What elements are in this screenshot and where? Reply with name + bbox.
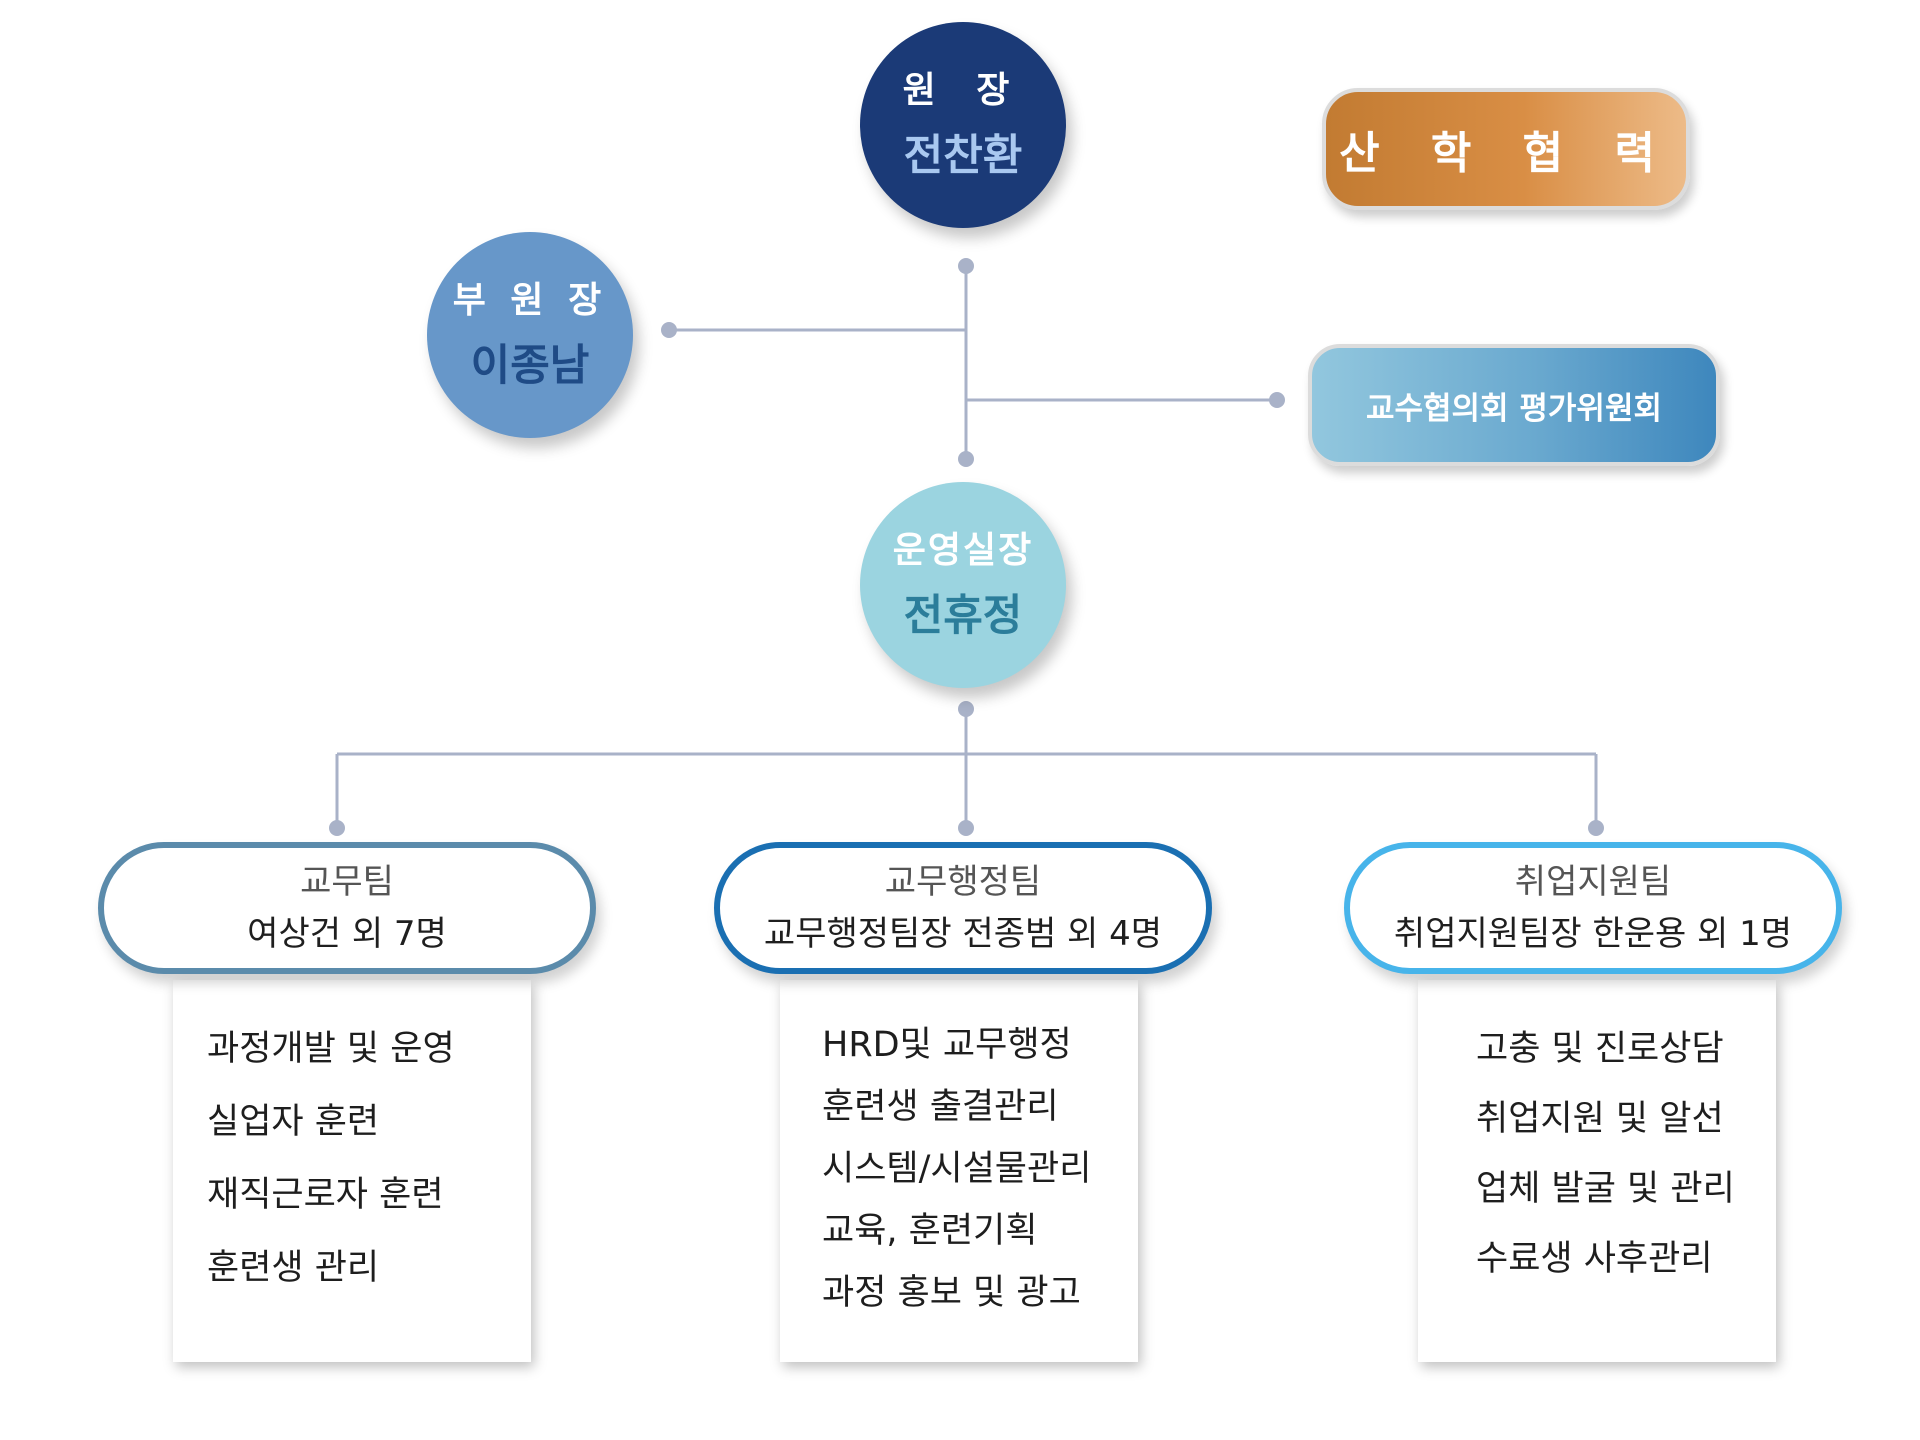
industry-cooperation-box: 산 학 협 력 bbox=[1322, 88, 1690, 210]
duty-item: 훈련생 관리 bbox=[207, 1248, 380, 1288]
director-name: 전찬환 bbox=[903, 130, 1023, 181]
duty-item: 고충 및 진로상담 bbox=[1476, 1029, 1724, 1069]
team-academic-duties: 과정개발 및 운영 실업자 훈련 재직근로자 훈련 훈련생 관리 bbox=[173, 980, 531, 1362]
evaluation-committee-box: 교수협의회 평가위원회 bbox=[1308, 344, 1720, 466]
team-name: 교무행정팀 bbox=[884, 862, 1042, 902]
operations-head-role: 운영실장 bbox=[892, 529, 1034, 571]
vice-director-role: 부 원 장 bbox=[452, 279, 608, 321]
director-node: 원 장 전찬환 bbox=[860, 22, 1066, 228]
connector-dot bbox=[958, 820, 974, 836]
connector-dot bbox=[329, 820, 345, 836]
vice-director-name: 이종남 bbox=[470, 340, 590, 391]
connector-dot bbox=[958, 451, 974, 467]
team-head: 취업지원팀장 한운용 외 1명 bbox=[1393, 914, 1793, 954]
team-academic-admin-duties: HRD및 교무행정 훈련생 출결관리 시스템/시설물관리 교육, 훈련기획 과정… bbox=[780, 980, 1138, 1362]
team-name: 취업지원팀 bbox=[1514, 862, 1672, 902]
vice-director-node: 부 원 장 이종남 bbox=[427, 232, 633, 438]
duty-item: HRD및 교무행정 bbox=[822, 1025, 1072, 1065]
duty-item: 훈련생 출결관리 bbox=[822, 1087, 1059, 1127]
team-academic-admin: 교무행정팀 교무행정팀장 전종범 외 4명 bbox=[714, 842, 1212, 974]
connector-dot bbox=[1588, 820, 1604, 836]
duty-item: 수료생 사후관리 bbox=[1476, 1239, 1713, 1279]
duty-item: 과정개발 및 운영 bbox=[207, 1029, 455, 1069]
team-employment-support: 취업지원팀 취업지원팀장 한운용 외 1명 bbox=[1344, 842, 1842, 974]
duty-item: 시스템/시설물관리 bbox=[822, 1149, 1092, 1189]
duty-item: 교육, 훈련기획 bbox=[822, 1211, 1038, 1251]
duty-item: 업체 발굴 및 관리 bbox=[1476, 1169, 1735, 1209]
team-head: 여상건 외 7명 bbox=[247, 914, 447, 954]
team-head: 교무행정팀장 전종범 외 4명 bbox=[763, 914, 1163, 954]
operations-head-node: 운영실장 전휴정 bbox=[860, 482, 1066, 688]
connector-dot bbox=[958, 701, 974, 717]
duty-item: 과정 홍보 및 광고 bbox=[822, 1273, 1081, 1313]
duty-item: 재직근로자 훈련 bbox=[207, 1175, 444, 1215]
duty-item: 실업자 훈련 bbox=[207, 1102, 380, 1142]
director-role: 원 장 bbox=[902, 69, 1024, 111]
team-name: 교무팀 bbox=[300, 862, 394, 902]
operations-head-name: 전휴정 bbox=[903, 590, 1023, 641]
connector-dot bbox=[661, 322, 677, 338]
team-employment-support-duties: 고충 및 진로상담 취업지원 및 알선 업체 발굴 및 관리 수료생 사후관리 bbox=[1418, 980, 1776, 1362]
connector-dot bbox=[1269, 392, 1285, 408]
connector-dot bbox=[958, 258, 974, 274]
team-academic: 교무팀 여상건 외 7명 bbox=[98, 842, 596, 974]
duty-item: 취업지원 및 알선 bbox=[1476, 1099, 1724, 1139]
